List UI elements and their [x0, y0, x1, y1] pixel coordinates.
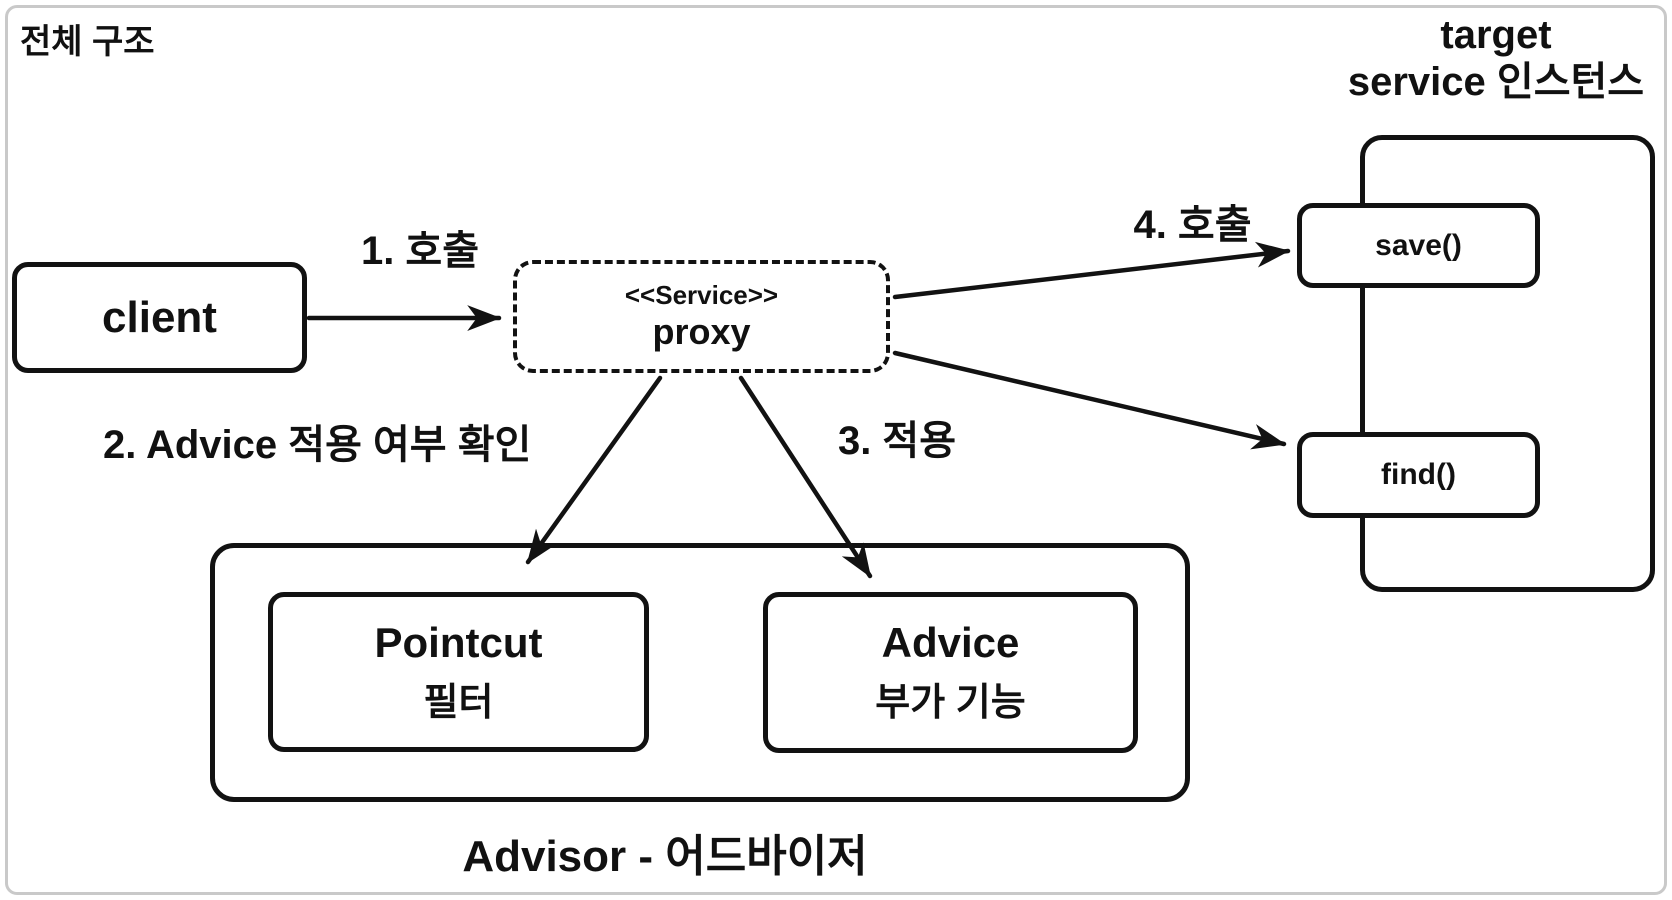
edge-label-4-call: 4. 호출 — [1133, 203, 1252, 247]
advice-title: Advice — [881, 619, 1020, 666]
arrow-proxy-to-save — [892, 241, 1291, 300]
find-method-label: find() — [1381, 458, 1456, 491]
target-service-heading: target service 인스턴스 — [1320, 12, 1672, 106]
advisor-caption: Advisor - 어드바이저 — [462, 832, 868, 881]
client-label: client — [102, 292, 217, 342]
save-method-box: save() — [1297, 203, 1540, 288]
proxy-label: proxy — [652, 311, 751, 352]
diagram-title: 전체 구조 — [20, 23, 155, 61]
advice-box: Advice 부가 기능 — [763, 592, 1138, 753]
arrow-proxy-to-pointcut — [525, 375, 663, 565]
pointcut-subtitle: 필터 — [423, 681, 494, 724]
save-method-label: save() — [1375, 228, 1462, 262]
proxy-box: <<Service>> proxy — [513, 260, 890, 373]
pointcut-title: Pointcut — [374, 618, 543, 666]
client-box: client — [12, 262, 307, 373]
advice-subtitle: 부가 기능 — [875, 682, 1026, 724]
edge-label-1-call: 1. 호출 — [360, 229, 480, 273]
target-service-heading-line2: service 인스턴스 — [1347, 60, 1645, 105]
find-method-box: find() — [1297, 432, 1540, 518]
edge-label-2-advice-check: 2. Advice 적용 여부 확인 — [103, 423, 532, 467]
proxy-stereotype: <<Service>> — [624, 280, 779, 310]
edge-label-3-apply: 3. 적용 — [837, 419, 957, 463]
target-service-heading-line1: target — [1440, 13, 1552, 57]
pointcut-box: Pointcut 필터 — [268, 592, 649, 752]
